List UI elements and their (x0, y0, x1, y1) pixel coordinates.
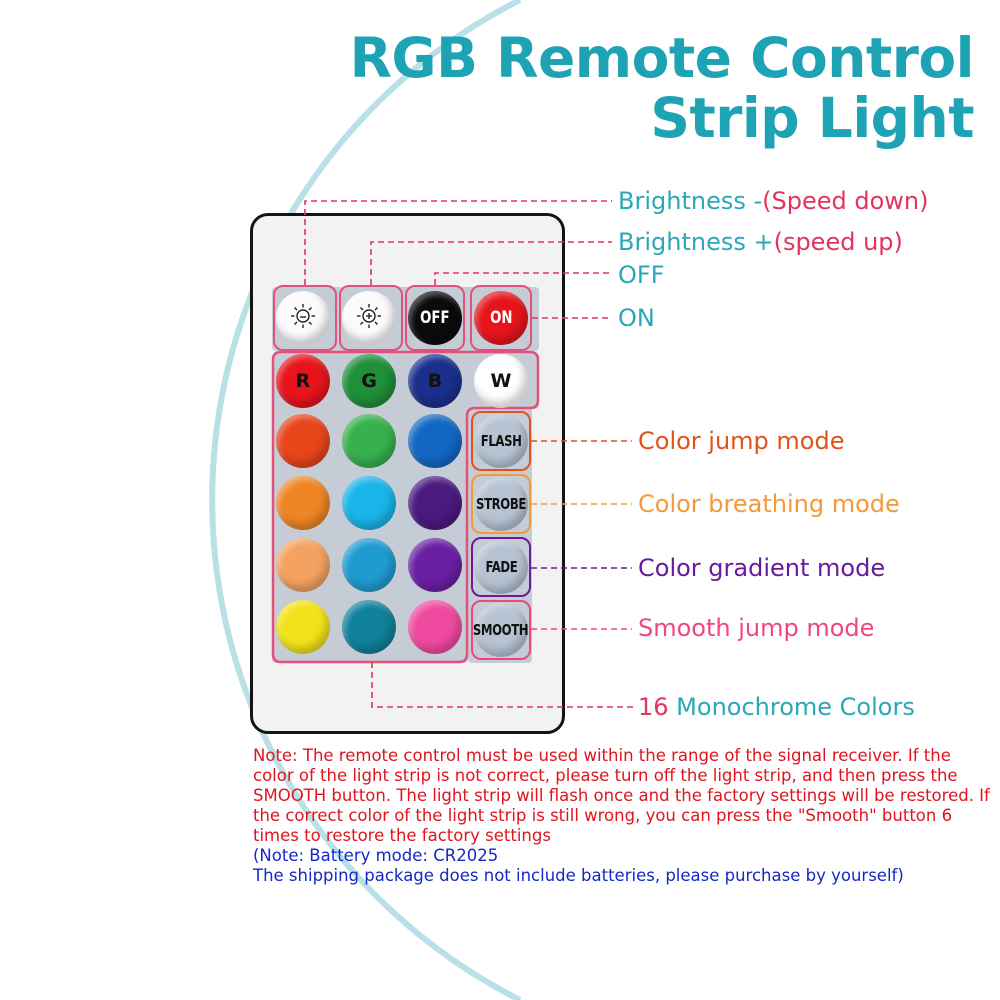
off-highlight (405, 285, 465, 351)
smooth-highlight (471, 600, 531, 660)
sun-up-icon (354, 301, 384, 335)
callout-smooth: Smooth jump mode (638, 614, 875, 642)
color-button[interactable] (276, 538, 330, 592)
callout-on: ON (618, 304, 655, 332)
brightness-down-button[interactable] (276, 291, 330, 345)
fade-button-label: FADE (485, 558, 517, 576)
callout-monochrome: 16 Monochrome Colors (638, 693, 915, 721)
fade-highlight (471, 537, 531, 597)
brightness-up-highlight (339, 285, 403, 351)
callout-brightness-down-highlight: (Speed down) (762, 187, 929, 215)
color-button[interactable] (276, 414, 330, 468)
page-title: RGB Remote Control Strip Light (349, 26, 975, 150)
color-button[interactable] (408, 538, 462, 592)
callout-brightness-down: Brightness -(Speed down) (618, 187, 929, 215)
brightness-up-button[interactable] (342, 291, 396, 345)
on-button[interactable]: ON (474, 291, 528, 345)
callout-brightness-up-highlight: (speed up) (773, 228, 903, 256)
on-button-label: ON (489, 308, 513, 328)
smooth-button[interactable]: SMOOTH (473, 603, 529, 657)
note-warning: Note: The remote control must be used wi… (253, 746, 990, 845)
callout-brightness-up: Brightness +(speed up) (618, 228, 903, 256)
color-button[interactable] (276, 600, 330, 654)
note-text: Note: The remote control must be used wi… (253, 746, 993, 886)
strobe-button[interactable]: STROBE (474, 477, 528, 531)
red-button-label: R (295, 370, 311, 392)
flash-button-label: FLASH (480, 432, 522, 450)
flash-button[interactable]: FLASH (474, 414, 528, 468)
color-button[interactable] (276, 476, 330, 530)
color-button[interactable] (408, 476, 462, 530)
callout-monochrome-number: 16 (638, 693, 669, 721)
off-button-label: OFF (420, 308, 450, 328)
red-button[interactable]: R (276, 354, 330, 408)
callout-monochrome-text: Monochrome Colors (668, 693, 915, 721)
white-button-label: W (490, 370, 512, 392)
callout-off: OFF (618, 261, 665, 289)
callout-fade: Color gradient mode (638, 554, 886, 582)
color-button[interactable] (342, 414, 396, 468)
strobe-highlight (471, 474, 531, 534)
callout-flash: Color jump mode (638, 427, 845, 455)
title-line-2: Strip Light (650, 86, 974, 150)
fade-button[interactable]: FADE (474, 540, 528, 594)
off-button[interactable]: OFF (408, 291, 462, 345)
note-battery: (Note: Battery mode: CR2025 The shipping… (253, 846, 904, 885)
brightness-down-highlight (273, 285, 337, 351)
smooth-button-label: SMOOTH (473, 621, 529, 639)
blue-button-label: B (427, 370, 443, 392)
color-button[interactable] (342, 600, 396, 654)
title-line-1: RGB Remote Control (349, 26, 975, 90)
white-button[interactable]: W (474, 354, 528, 408)
green-button[interactable]: G (342, 354, 396, 408)
callout-brightness-down-prefix: Brightness - (618, 187, 763, 215)
callout-strobe: Color breathing mode (638, 490, 900, 518)
strobe-button-label: STROBE (476, 495, 526, 513)
on-highlight (470, 285, 532, 351)
green-button-label: G (361, 370, 377, 392)
callout-brightness-up-prefix: Brightness + (618, 228, 774, 256)
blue-button[interactable]: B (408, 354, 462, 408)
color-button[interactable] (342, 538, 396, 592)
flash-highlight (471, 411, 531, 471)
sun-down-icon (288, 301, 318, 335)
color-button[interactable] (342, 476, 396, 530)
color-button[interactable] (408, 600, 462, 654)
color-button[interactable] (408, 414, 462, 468)
